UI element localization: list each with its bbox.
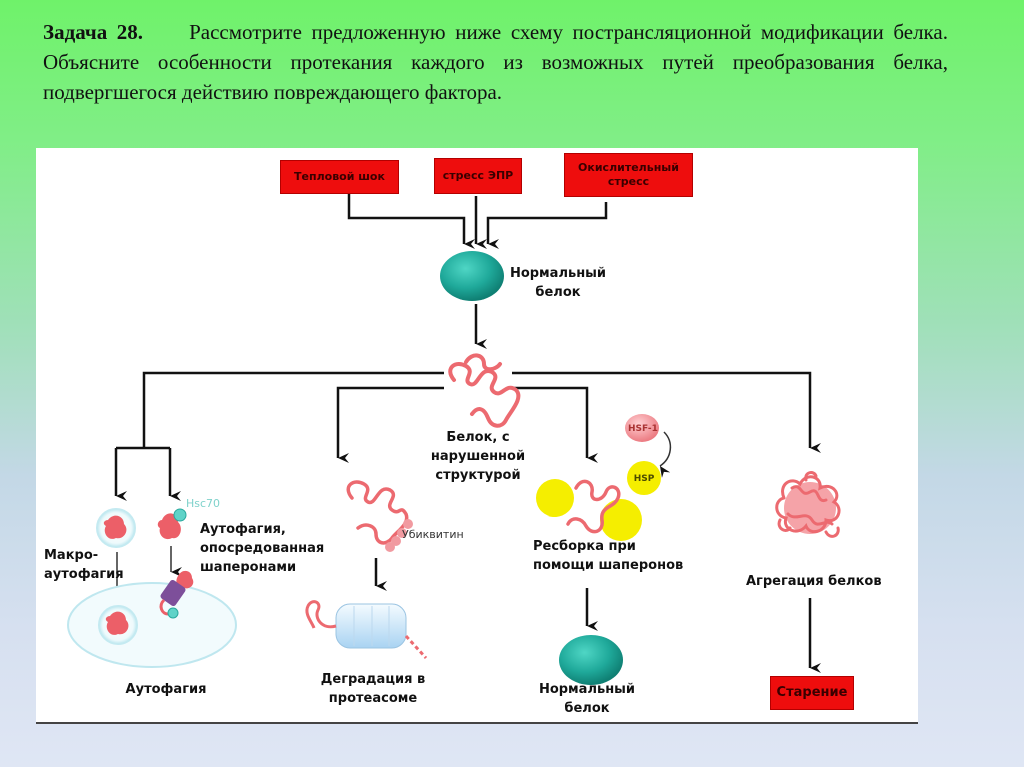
protein-aggregate [775, 471, 841, 538]
normal-protein-label: Нормальный белок [509, 266, 607, 300]
autophagy-label: Аутофагия [125, 682, 207, 697]
refolding-label: Ресборка при помощи шаперонов [533, 539, 684, 573]
ubiquitinated-protein [346, 480, 413, 552]
proteasome-label: Деградация в протеасоме [320, 672, 426, 706]
refolded-protein-shape [559, 635, 623, 685]
task-number: Задача 28. [43, 20, 144, 44]
chaperone-complex [536, 479, 642, 541]
autophagosome [98, 605, 138, 645]
refolded-protein-label: Нормальный белок [538, 682, 636, 716]
hsc70-label: Hsc70 [186, 497, 221, 510]
stressor-er-stress: стресс ЭПР [434, 158, 522, 194]
proteasome-shape [305, 600, 428, 660]
aging-box: Старение [770, 676, 854, 710]
damaged-protein-label: Белок, с нарушенной структурой [430, 430, 526, 483]
protein-modification-diagram: Тепловой шок стресс ЭПР Окислительный ст… [36, 148, 918, 724]
chaperone-autophagy-label: Аутофагия, опосредованная шаперонами [200, 522, 325, 575]
chaperone-autophagy-protein [157, 508, 187, 540]
hsf1-label: HSF-1 [628, 424, 658, 434]
damaged-protein-shape [448, 353, 521, 428]
aggregation-label: Агрегация белков [746, 574, 882, 589]
branch-connectors [114, 371, 821, 501]
normal-protein-shape [440, 251, 504, 301]
hsp-label: HSP [633, 474, 655, 484]
lamp2a-receptor [159, 570, 194, 619]
ubiquitin-label: Убиквитин [402, 528, 464, 541]
macroautophagy-label: Макро-аутофагия [44, 548, 124, 582]
task-text: Рассмотрите предложенную ниже схему пост… [43, 20, 948, 104]
lysosome-shape [67, 582, 237, 668]
stressor-heat-shock: Тепловой шок [280, 160, 399, 194]
hsf1-to-hsp [625, 414, 672, 495]
stressor-oxidative: Окислительный стресс [564, 153, 693, 197]
task-statement: Задача 28.Рассмотрите предложенную ниже … [43, 17, 948, 107]
stressor-connectors [347, 192, 608, 249]
diagram-graphics [67, 192, 841, 685]
macroautophagy-vesicle [96, 508, 136, 548]
